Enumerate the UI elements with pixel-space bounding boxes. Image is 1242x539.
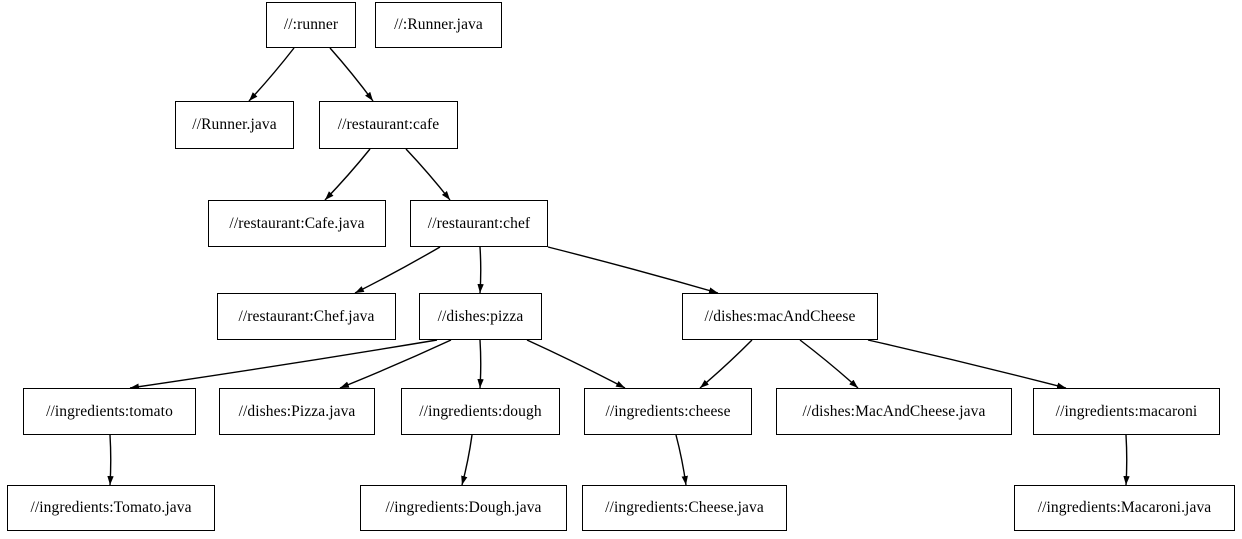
graph-node-runner[interactable]: //:runner [266, 2, 356, 48]
graph-node-label: //restaurant:cafe [337, 116, 440, 134]
graph-node-label: //ingredients:Dough.java [385, 499, 542, 517]
graph-node-runner_java[interactable]: //Runner.java [175, 101, 294, 149]
graph-node-restaurant_chefjava[interactable]: //restaurant:Chef.java [217, 293, 396, 340]
graph-node-label: //ingredients:dough [419, 402, 542, 420]
graph-node-label: //ingredients:tomato [46, 402, 173, 420]
graph-node-ing_tomatojava[interactable]: //ingredients:Tomato.java [7, 485, 215, 531]
graph-node-label: //ingredients:Macaroni.java [1037, 499, 1212, 517]
graph-node-ing_tomato[interactable]: //ingredients:tomato [23, 388, 196, 435]
graph-node-ing_dough[interactable]: //ingredients:dough [401, 388, 560, 435]
graph-node-dishes_mac[interactable]: //dishes:macAndCheese [682, 293, 878, 340]
graph-node-label: //ingredients:macaroni [1055, 402, 1198, 420]
graph-node-ing_cheesejava[interactable]: //ingredients:Cheese.java [582, 485, 787, 531]
graph-node-ing_macaronijava[interactable]: //ingredients:Macaroni.java [1014, 485, 1235, 531]
graph-node-dishes_pizzajava[interactable]: //dishes:Pizza.java [219, 388, 375, 435]
graph-node-restaurant_cafe[interactable]: //restaurant:cafe [319, 101, 458, 149]
graph-node-label: //:runner [283, 16, 339, 34]
graph-node-dishes_macjava[interactable]: //dishes:MacAndCheese.java [776, 388, 1012, 435]
graph-node-label: //:Runner.java [394, 16, 483, 34]
graph-node-label: //restaurant:Cafe.java [229, 214, 365, 232]
graph-node-label: //Runner.java [192, 116, 277, 134]
graph-node-ing_macaroni[interactable]: //ingredients:macaroni [1033, 388, 1220, 435]
graph-node-label: //dishes:Pizza.java [238, 402, 356, 420]
graph-node-label: //ingredients:Cheese.java [605, 499, 764, 517]
graph-node-ing_doughjava[interactable]: //ingredients:Dough.java [360, 485, 567, 531]
graph-node-label: //ingredients:Tomato.java [30, 499, 192, 517]
graph-node-runner_java_root[interactable]: //:Runner.java [375, 2, 502, 48]
graph-node-label: //dishes:pizza [437, 307, 524, 325]
graph-node-label: //ingredients:cheese [605, 402, 731, 420]
graph-node-label: //restaurant:Chef.java [238, 307, 375, 325]
graph-node-restaurant_cafejava[interactable]: //restaurant:Cafe.java [208, 200, 386, 247]
graph-node-restaurant_chef[interactable]: //restaurant:chef [410, 200, 548, 247]
graph-node-ing_cheese[interactable]: //ingredients:cheese [584, 388, 752, 435]
graph-node-dishes_pizza[interactable]: //dishes:pizza [419, 293, 542, 340]
graph-node-label: //dishes:MacAndCheese.java [802, 402, 986, 420]
graph-node-label: //dishes:macAndCheese [704, 307, 856, 325]
graph-node-label: //restaurant:chef [427, 214, 531, 232]
